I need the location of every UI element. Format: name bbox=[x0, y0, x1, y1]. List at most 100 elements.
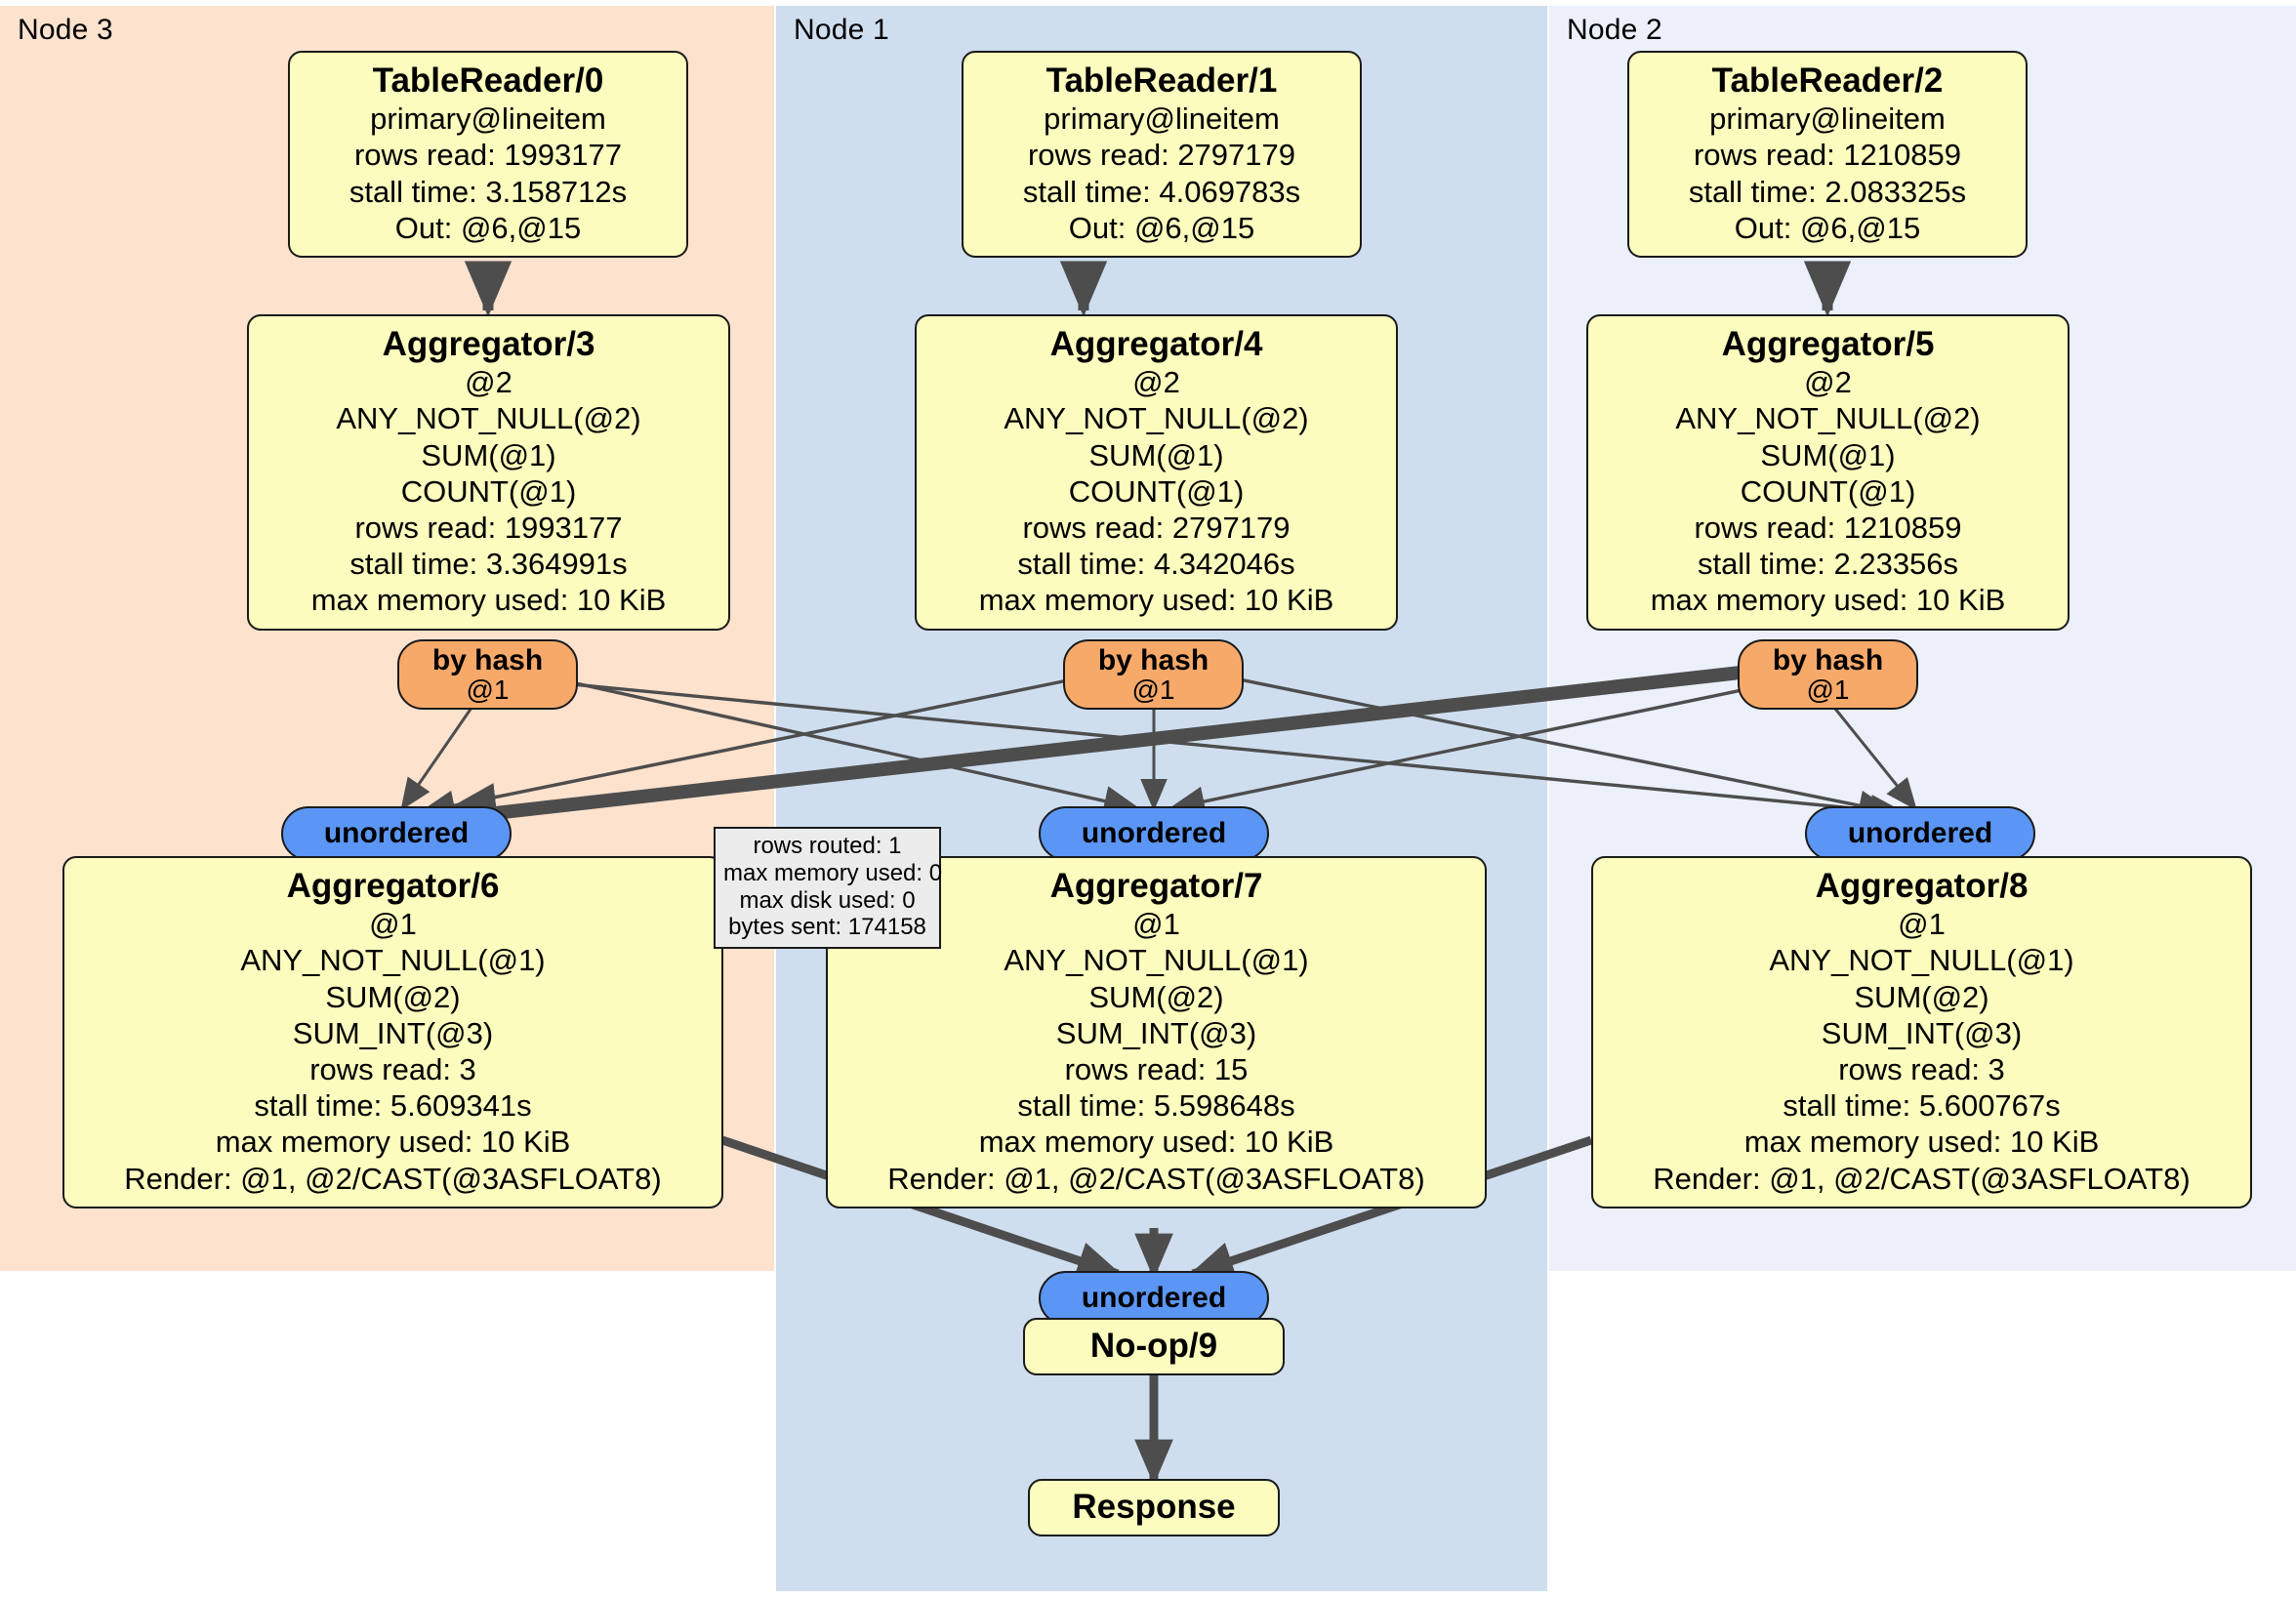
node-detail-line: rows read: 15 bbox=[1064, 1052, 1249, 1087]
receiver-unordered-final[interactable]: unordered bbox=[1039, 1271, 1269, 1326]
node-detail-line: Render: @1, @2/CAST(@3ASFLOAT8) bbox=[887, 1161, 1425, 1196]
receiver-label: unordered bbox=[1081, 1282, 1227, 1314]
node-detail-line: max memory used: 10 KiB bbox=[215, 1125, 571, 1160]
node-detail-line: SUM(@1) bbox=[421, 437, 556, 472]
node-detail-line: stall time: 3.364991s bbox=[349, 547, 628, 582]
node-detail-line: ANY_NOT_NULL(@1) bbox=[1004, 943, 1309, 978]
receiver-unordered-node-1[interactable]: unordered bbox=[1039, 806, 1269, 861]
operator-aggregator-5[interactable]: Aggregator/5 @2 ANY_NOT_NULL(@2) SUM(@1)… bbox=[1586, 314, 2070, 631]
node-detail-line: rows read: 1993177 bbox=[354, 511, 623, 546]
node-detail-line: SUM(@1) bbox=[1088, 437, 1224, 472]
node-detail-line: SUM(@2) bbox=[1854, 979, 1989, 1014]
tooltip-line: max memory used: 0 bbox=[723, 859, 943, 886]
node-detail-line: stall time: 5.609341s bbox=[254, 1088, 532, 1124]
router-by-hash-node-1[interactable]: by hash @1 bbox=[1063, 639, 1244, 710]
node-detail-line: @2 bbox=[1132, 365, 1180, 400]
cluster-label-node-2: Node 2 bbox=[1567, 14, 1662, 46]
node-detail-line: primary@lineitem bbox=[1044, 102, 1280, 137]
operator-aggregator-4[interactable]: Aggregator/4 @2 ANY_NOT_NULL(@2) SUM(@1)… bbox=[915, 314, 1398, 631]
router-column: @1 bbox=[466, 675, 510, 706]
node-detail-line: max memory used: 10 KiB bbox=[978, 1125, 1334, 1160]
node-detail-line: SUM_INT(@3) bbox=[1055, 1015, 1257, 1050]
router-label: by hash bbox=[431, 643, 544, 676]
node-detail-line: SUM(@2) bbox=[325, 979, 461, 1014]
node-detail-line: Render: @1, @2/CAST(@3ASFLOAT8) bbox=[1653, 1161, 2191, 1196]
node-title: Aggregator/8 bbox=[1815, 867, 2029, 905]
node-detail-line: rows read: 1210859 bbox=[1694, 511, 1962, 546]
node-detail-line: ANY_NOT_NULL(@2) bbox=[1004, 401, 1309, 436]
tooltip-line: max disk used: 0 bbox=[739, 886, 916, 914]
cluster-label-node-3: Node 3 bbox=[18, 14, 113, 46]
node-detail-line: @2 bbox=[1804, 365, 1852, 400]
node-detail-line: stall time: 4.342046s bbox=[1017, 547, 1295, 582]
node-detail-line: @1 bbox=[369, 907, 417, 942]
edge-stats-tooltip: rows routed: 1 max memory used: 0 max di… bbox=[714, 827, 943, 950]
operator-no-op-9[interactable]: No-op/9 bbox=[1023, 1318, 1285, 1376]
receiver-unordered-node-2[interactable]: unordered bbox=[1805, 806, 2035, 861]
node-detail-line: COUNT(@1) bbox=[400, 473, 577, 509]
node-detail-line: SUM_INT(@3) bbox=[1821, 1015, 2023, 1050]
node-detail-line: COUNT(@1) bbox=[1740, 473, 1916, 509]
node-detail-line: rows read: 2797179 bbox=[1027, 138, 1296, 173]
node-title: TableReader/1 bbox=[1046, 61, 1278, 100]
receiver-label: unordered bbox=[323, 817, 470, 849]
node-detail-line: @2 bbox=[465, 365, 512, 400]
node-title: No-op/9 bbox=[1089, 1327, 1218, 1365]
node-detail-line: Out: @6,@15 bbox=[394, 210, 582, 245]
receiver-unordered-node-3[interactable]: unordered bbox=[281, 806, 512, 861]
node-detail-line: max memory used: 10 KiB bbox=[1743, 1125, 2100, 1160]
tooltip-line: bytes sent: 174158 bbox=[728, 914, 926, 941]
receiver-label: unordered bbox=[1847, 817, 1993, 849]
node-detail-line: @1 bbox=[1898, 907, 1946, 942]
node-detail-line: stall time: 4.069783s bbox=[1022, 174, 1301, 209]
node-detail-line: rows read: 1993177 bbox=[353, 138, 623, 173]
node-detail-line: ANY_NOT_NULL(@2) bbox=[336, 401, 641, 436]
router-column: @1 bbox=[1131, 675, 1175, 706]
node-detail-line: primary@lineitem bbox=[1709, 102, 1946, 137]
node-detail-line: rows read: 3 bbox=[1838, 1052, 2005, 1087]
node-detail-line: stall time: 5.598648s bbox=[1017, 1088, 1295, 1124]
operator-aggregator-8[interactable]: Aggregator/8 @1 ANY_NOT_NULL(@1) SUM(@2)… bbox=[1591, 856, 2252, 1208]
node-title: Aggregator/5 bbox=[1721, 325, 1935, 363]
operator-aggregator-6[interactable]: Aggregator/6 @1 ANY_NOT_NULL(@1) SUM(@2)… bbox=[62, 856, 723, 1208]
node-detail-line: rows read: 1210859 bbox=[1693, 138, 1962, 173]
node-detail-line: Out: @6,@15 bbox=[1734, 210, 1921, 245]
node-detail-line: COUNT(@1) bbox=[1068, 473, 1245, 509]
receiver-label: unordered bbox=[1081, 817, 1227, 849]
node-title: Aggregator/4 bbox=[1049, 325, 1263, 363]
node-detail-line: ANY_NOT_NULL(@1) bbox=[240, 943, 546, 978]
node-title: Aggregator/6 bbox=[286, 867, 500, 905]
router-by-hash-node-2[interactable]: by hash @1 bbox=[1738, 639, 1918, 710]
tooltip-line: rows routed: 1 bbox=[753, 833, 902, 859]
operator-table-reader-2[interactable]: TableReader/2 primary@lineitem rows read… bbox=[1627, 51, 2028, 259]
node-detail-line: SUM(@2) bbox=[1088, 979, 1224, 1014]
node-detail-line: max memory used: 10 KiB bbox=[1650, 583, 2006, 618]
node-detail-line: stall time: 3.158712s bbox=[348, 174, 628, 209]
operator-aggregator-7[interactable]: Aggregator/7 @1 ANY_NOT_NULL(@1) SUM(@2)… bbox=[826, 856, 1487, 1208]
operator-aggregator-3[interactable]: Aggregator/3 @2 ANY_NOT_NULL(@2) SUM(@1)… bbox=[247, 314, 730, 631]
router-label: by hash bbox=[1772, 643, 1884, 676]
router-by-hash-node-3[interactable]: by hash @1 bbox=[397, 639, 578, 710]
node-detail-line: stall time: 2.083325s bbox=[1688, 174, 1967, 209]
operator-table-reader-0[interactable]: TableReader/0 primary@lineitem rows read… bbox=[288, 51, 688, 259]
node-detail-line: max memory used: 10 KiB bbox=[310, 583, 667, 618]
node-detail-line: @1 bbox=[1132, 907, 1180, 942]
node-detail-line: rows read: 3 bbox=[309, 1052, 476, 1087]
node-title: Aggregator/3 bbox=[382, 325, 595, 363]
node-detail-line: Render: @1, @2/CAST(@3ASFLOAT8) bbox=[124, 1161, 662, 1196]
node-detail-line: stall time: 2.23356s bbox=[1697, 547, 1959, 582]
node-detail-line: SUM_INT(@3) bbox=[292, 1015, 494, 1050]
node-detail-line: stall time: 5.600767s bbox=[1783, 1088, 2061, 1124]
router-column: @1 bbox=[1806, 675, 1850, 706]
node-detail-line: SUM(@1) bbox=[1760, 437, 1896, 472]
operator-response[interactable]: Response bbox=[1028, 1479, 1280, 1537]
node-detail-line: ANY_NOT_NULL(@2) bbox=[1675, 401, 1981, 436]
node-detail-line: ANY_NOT_NULL(@1) bbox=[1769, 943, 2074, 978]
router-label: by hash bbox=[1097, 643, 1210, 676]
cluster-label-node-1: Node 1 bbox=[794, 14, 889, 46]
node-detail-line: Out: @6,@15 bbox=[1068, 210, 1255, 245]
operator-table-reader-1[interactable]: TableReader/1 primary@lineitem rows read… bbox=[962, 51, 1362, 259]
node-title: Response bbox=[1072, 1488, 1236, 1526]
node-detail-line: rows read: 2797179 bbox=[1022, 511, 1291, 546]
